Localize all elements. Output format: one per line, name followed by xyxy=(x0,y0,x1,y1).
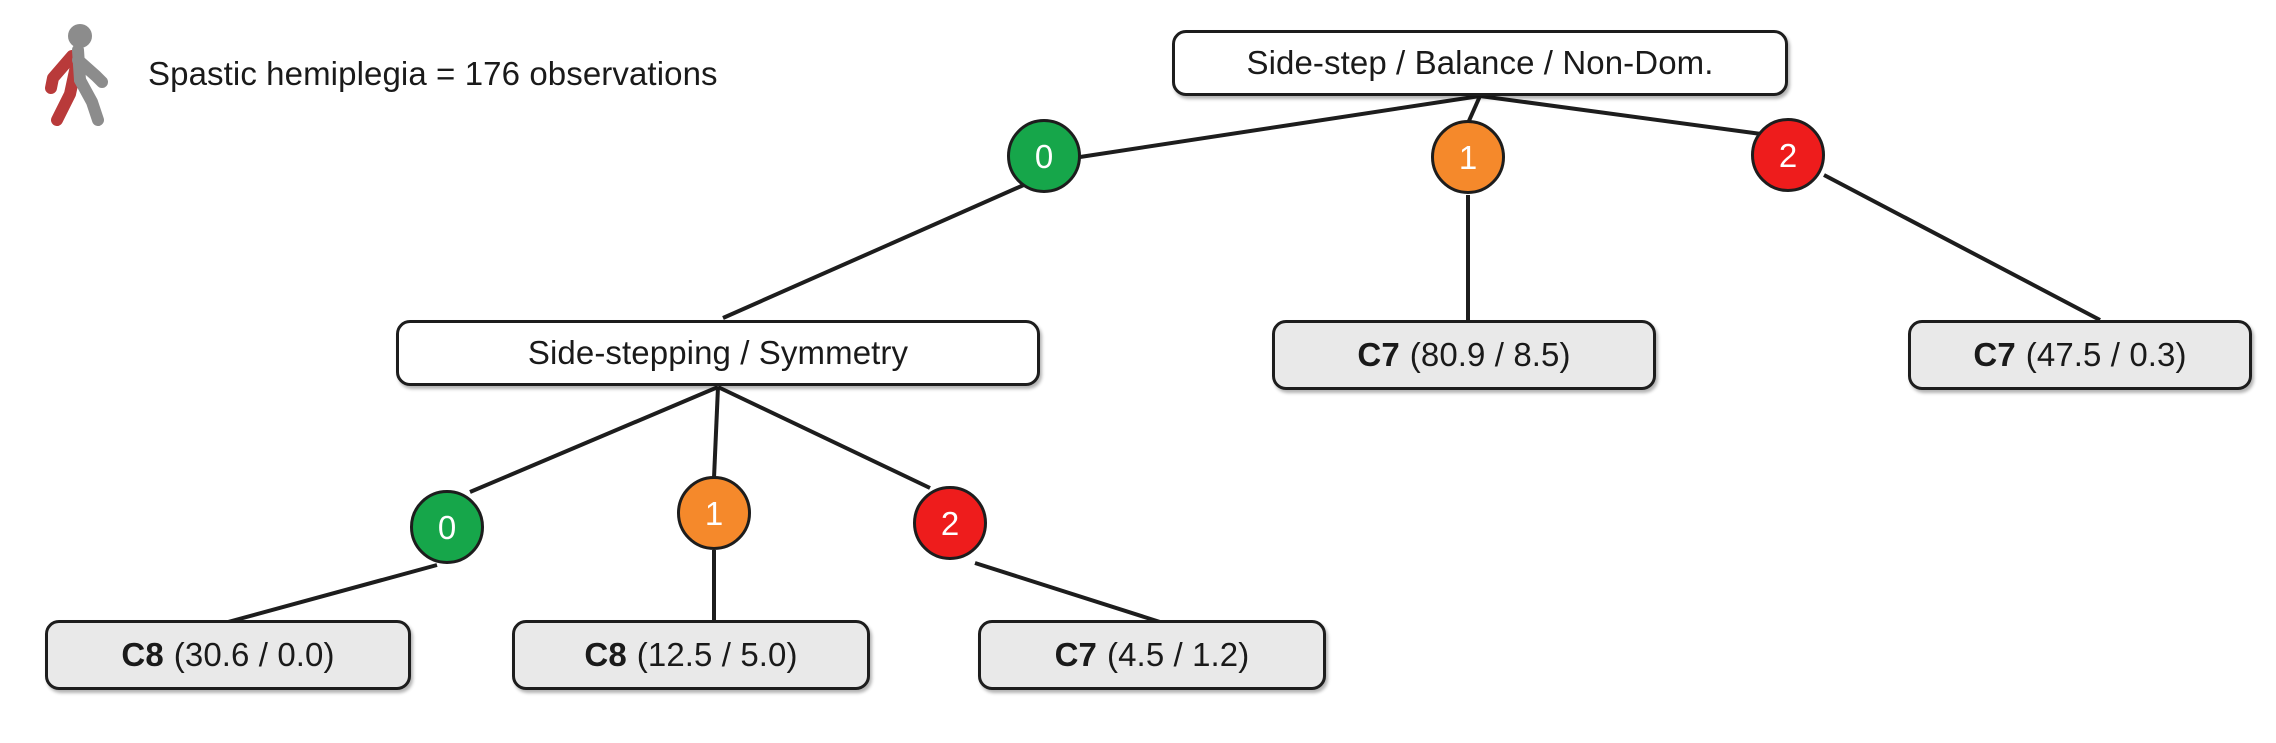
decision-node-side-stepping-symmetry-label: Side-stepping / Symmetry xyxy=(527,334,909,371)
edge-branch2-to-leaf1 xyxy=(1823,173,2101,322)
leaf-node-c8-30-6[interactable]: C8 (30.6 / 0.0) xyxy=(45,620,411,690)
branch-level1-value-2[interactable]: 2 xyxy=(1751,118,1825,192)
leaf-node-c7-47-5[interactable]: C7 (47.5 / 0.3) xyxy=(1908,320,2252,390)
leaf-node-c8-30-6-stats: (30.6 / 0.0) xyxy=(173,636,335,673)
edge-branch2-to-leaf4 xyxy=(974,561,1161,624)
branch-level2-value-0-label: 0 xyxy=(437,508,457,546)
branch-level2-value-2-label: 2 xyxy=(940,504,960,542)
leaf-node-c7-47-5-stats: (47.5 / 0.3) xyxy=(2025,336,2187,373)
leaf-node-c8-30-6-class: C8 xyxy=(121,636,164,673)
walking-person-hemiplegia-icon xyxy=(40,22,126,126)
edge-root-to-branch2 xyxy=(1479,94,1777,138)
decision-node-root-label: Side-step / Balance / Non-Dom. xyxy=(1246,44,1714,81)
edge-subnode-to-branch0 xyxy=(469,385,719,494)
branch-level2-value-1-label: 1 xyxy=(704,494,724,532)
branch-level1-value-1[interactable]: 1 xyxy=(1431,120,1505,194)
edge-branch0-to-subnode xyxy=(722,174,1045,320)
leaf-node-c7-47-5-class: C7 xyxy=(1973,336,2016,373)
leaf-node-c8-12-5[interactable]: C8 (12.5 / 5.0) xyxy=(512,620,870,690)
branch-level1-value-0[interactable]: 0 xyxy=(1007,119,1081,193)
legend-label: Spastic hemiplegia = 176 observations xyxy=(148,55,718,92)
branch-level2-value-0[interactable]: 0 xyxy=(410,490,484,564)
leaf-node-c7-80-9-class: C7 xyxy=(1357,336,1400,373)
edge-subnode-to-branch1 xyxy=(712,386,720,479)
branch-level1-value-1-label: 1 xyxy=(1458,138,1478,176)
edge-root-to-branch1 xyxy=(1466,95,1482,124)
decision-node-side-stepping-symmetry[interactable]: Side-stepping / Symmetry xyxy=(396,320,1040,386)
legend: Spastic hemiplegia = 176 observations xyxy=(40,22,718,126)
branch-level1-value-0-label: 0 xyxy=(1034,137,1054,175)
edge-subnode-to-branch2 xyxy=(717,385,931,490)
leaf-node-c7-4-5-class: C7 xyxy=(1054,636,1098,673)
branch-level2-value-2[interactable]: 2 xyxy=(913,486,987,560)
edge-root-to-branch0 xyxy=(1079,94,1481,159)
branch-level1-value-2-label: 2 xyxy=(1778,136,1798,174)
leaf-node-c7-80-9-stats: (80.9 / 8.5) xyxy=(1409,336,1571,373)
leaf-node-c7-4-5-stats: (4.5 / 1.2) xyxy=(1107,636,1250,673)
decision-node-root[interactable]: Side-step / Balance / Non-Dom. xyxy=(1172,30,1788,96)
branch-level2-value-1[interactable]: 1 xyxy=(677,476,751,550)
leaf-node-c7-4-5[interactable]: C7 (4.5 / 1.2) xyxy=(978,620,1326,690)
edge-branch0-to-leaf2 xyxy=(227,563,438,624)
leaf-node-c8-12-5-stats: (12.5 / 5.0) xyxy=(636,636,798,673)
leaf-node-c7-80-9[interactable]: C7 (80.9 / 8.5) xyxy=(1272,320,1656,390)
leaf-node-c8-12-5-class: C8 xyxy=(584,636,627,673)
